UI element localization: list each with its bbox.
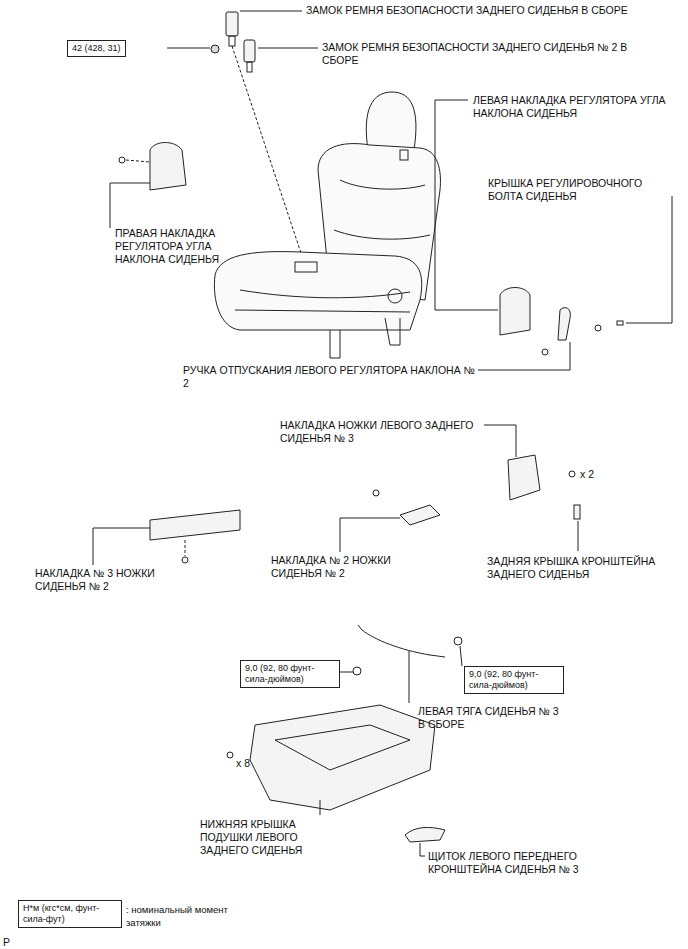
part-label: ЛЕВАЯ ТЯГА СИДЕНЬЯ № 3 В СБОРЕ — [418, 705, 568, 731]
part-label: ЛЕВАЯ НАКЛАДКА РЕГУЛЯТОРА УГЛА НАКЛОНА С… — [473, 94, 673, 120]
torque-value: 9,0 (92, 80 фунт-сила-дюймов) — [469, 669, 559, 691]
seat-illustration — [214, 92, 440, 358]
torque-value: 9,0 (92, 80 фунт-сила-дюймов) — [245, 663, 335, 685]
leader-lines — [93, 11, 672, 856]
torque-box: 42 (428, 31) — [67, 40, 126, 57]
part-label: НАКЛАДКА № 2 НОЖКИ СИДЕНЬЯ № 2 — [271, 554, 421, 580]
part-label: ПРАВАЯ НАКЛАДКА РЕГУЛЯТОРА УГЛА НАКЛОНА … — [115, 227, 230, 266]
part-label: НИЖНЯЯ КРЫШКА ПОДУШКИ ЛЕВОГО ЗАДНЕГО СИД… — [200, 818, 310, 857]
torque-value: Н*м (кгс*см, фунт-сила-фут) — [23, 903, 117, 925]
part-label: ЗАМОК РЕМНЯ БЕЗОПАСНОСТИ ЗАДНЕГО СИДЕНЬЯ… — [322, 41, 652, 67]
part-label: ЩИТОК ЛЕВОГО ПЕРЕДНЕГО КРОНШТЕЙНА СИДЕНЬ… — [428, 850, 628, 876]
torque-box: 9,0 (92, 80 фунт-сила-дюймов) — [240, 660, 340, 688]
torque-box: Н*м (кгс*см, фунт-сила-фут) — [18, 900, 122, 928]
buckle-parts — [211, 12, 305, 265]
part-label: НАКЛАДКА № 3 НОЖКИ СИДЕНЬЯ № 2 — [35, 567, 155, 593]
torque-value: 42 (428, 31) — [72, 43, 121, 54]
part-label: КРЫШКА РЕГУЛИРОВОЧНОГО БОЛТА СИДЕНЬЯ — [488, 177, 678, 203]
torque-box: 9,0 (92, 80 фунт-сила-дюймов) — [464, 666, 564, 694]
part-label: P — [3, 936, 23, 949]
part-label: x 8 — [236, 757, 266, 770]
part-label: ЗАМОК РЕМНЯ БЕЗОПАСНОСТИ ЗАДНЕГО СИДЕНЬЯ… — [306, 4, 686, 17]
link-rod — [353, 625, 462, 675]
part-label: ЗАДНЯЯ КРЫШКА КРОНШТЕЙНА ЗАДНЕГО СИДЕНЬЯ — [487, 555, 682, 581]
leg-covers — [150, 455, 580, 563]
recliner-cover-left — [500, 288, 623, 356]
part-label: РУЧКА ОТПУСКАНИЯ ЛЕВОГО РЕГУЛЯТОРА НАКЛО… — [183, 364, 478, 390]
part-label: x 2 — [580, 468, 610, 481]
part-label: : номинальный момент затяжки — [126, 903, 236, 929]
part-label: НАКЛАДКА НОЖКИ ЛЕВОГО ЗАДНЕГО СИДЕНЬЯ № … — [280, 419, 500, 445]
